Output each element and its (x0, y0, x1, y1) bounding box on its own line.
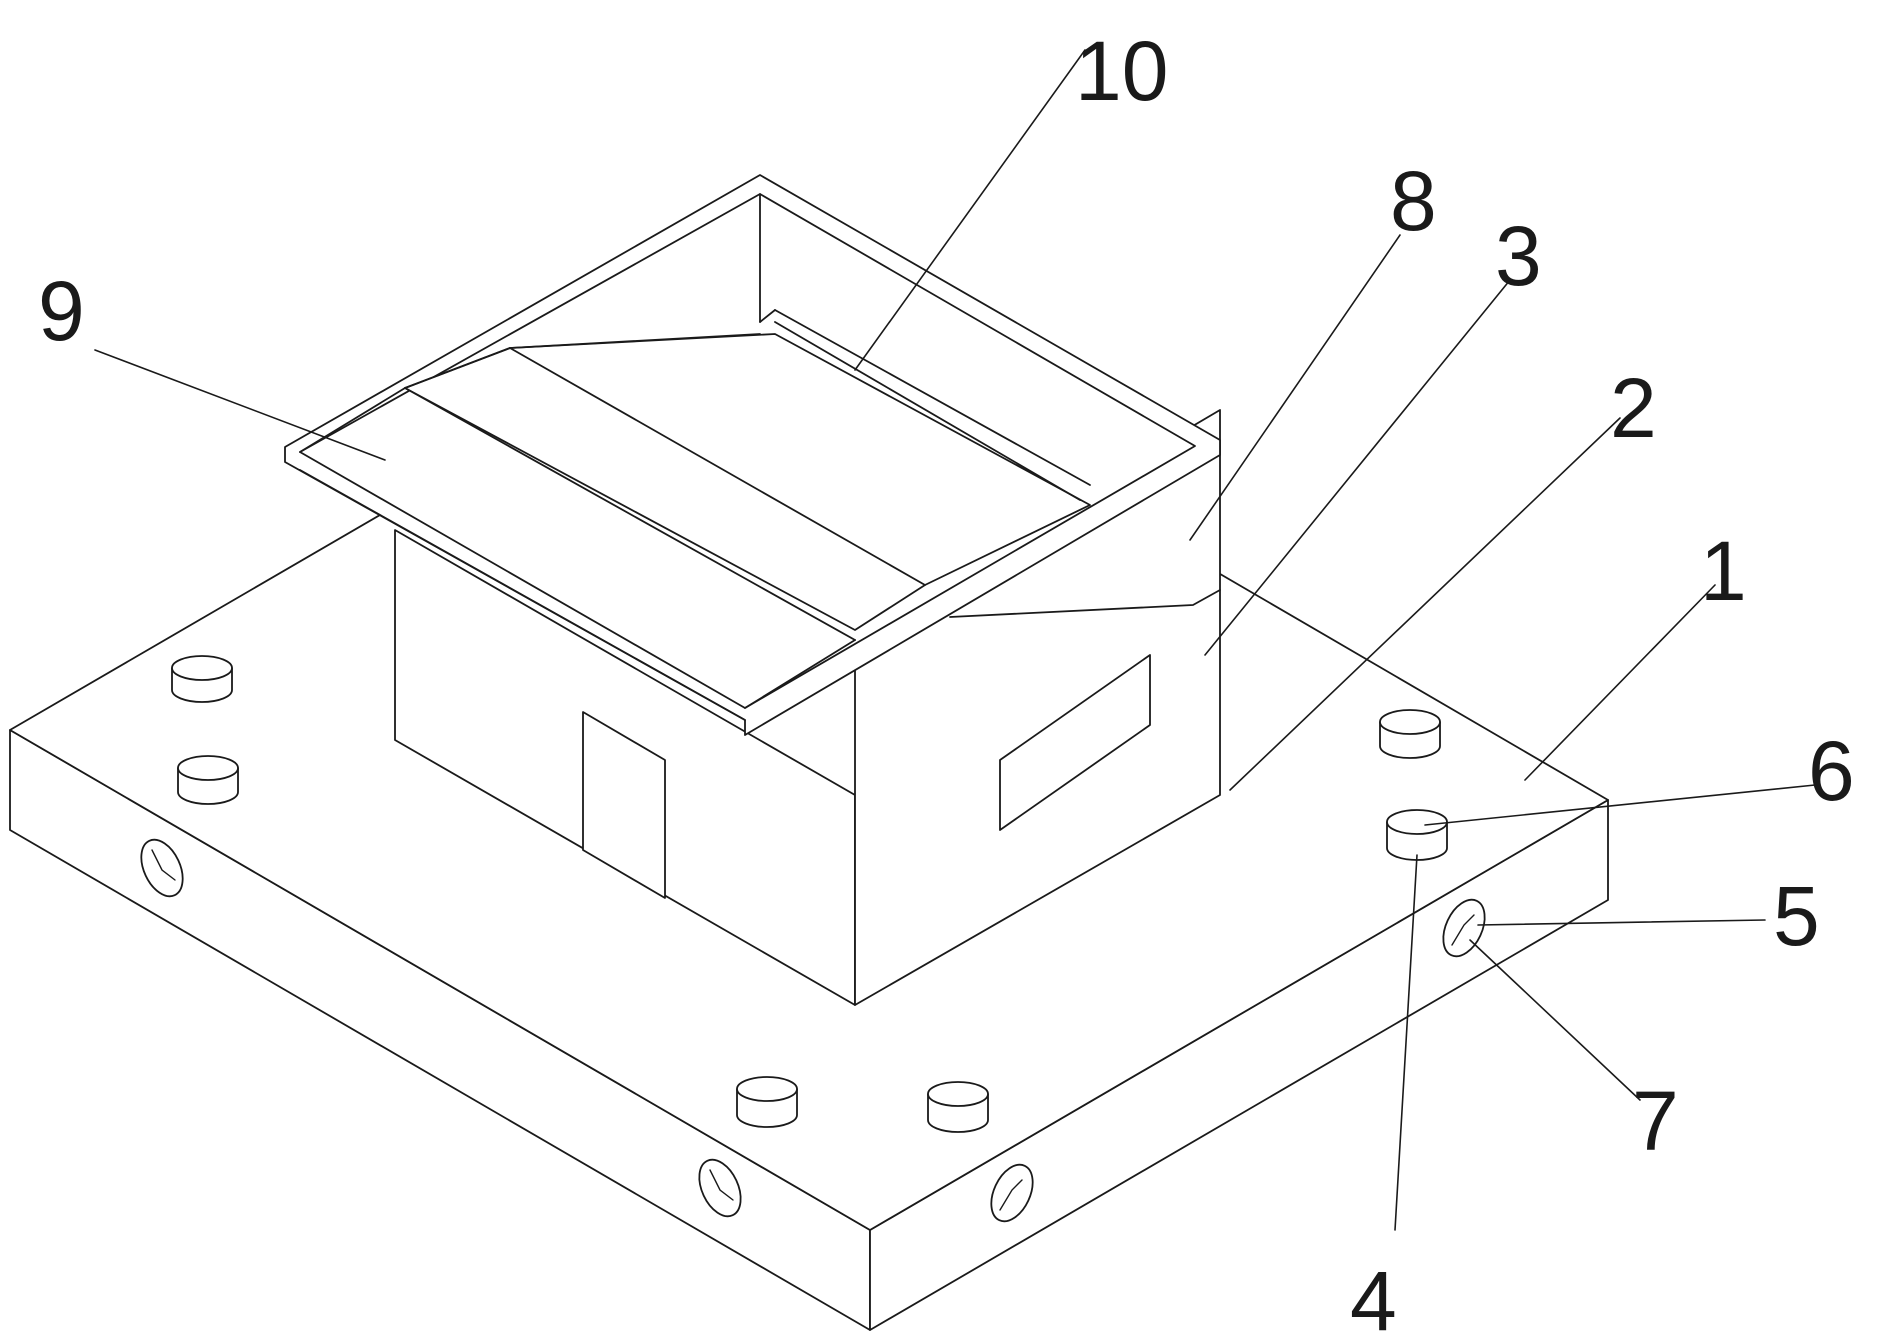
leader-7 (1469, 939, 1641, 1101)
callout-7: 7 (1632, 1074, 1679, 1168)
leader-2 (1229, 417, 1621, 791)
front-lip (299, 469, 746, 721)
leader-5 (1477, 919, 1766, 926)
peg (736, 1076, 798, 1128)
callout-1: 1 (1700, 524, 1747, 618)
callout-5: 5 (1773, 869, 1820, 963)
callout-3: 3 (1495, 209, 1542, 303)
house-body (394, 409, 1221, 1006)
roof-tray (284, 174, 1221, 736)
peg (177, 755, 239, 805)
lip-corner (744, 639, 856, 709)
pegs (171, 655, 1448, 1133)
peg (1379, 709, 1441, 759)
rail-top (774, 309, 1091, 486)
callout-10: 10 (1075, 24, 1168, 118)
leader-10 (854, 49, 1086, 371)
leader-3 (1204, 279, 1511, 656)
peg (1386, 809, 1448, 861)
cavity-left-edge (299, 387, 406, 453)
leader-6 (1424, 784, 1816, 826)
leader-lines (94, 49, 1816, 1231)
callout-9: 9 (38, 264, 85, 358)
hole (140, 838, 184, 898)
callout-labels: 10 8 3 2 1 6 5 7 4 9 (38, 24, 1855, 1339)
leader-4 (1394, 854, 1418, 1231)
callout-4: 4 (1350, 1254, 1397, 1339)
window (999, 654, 1151, 831)
rail-bottom (774, 321, 1081, 501)
callout-8: 8 (1390, 154, 1437, 248)
door (582, 711, 666, 899)
holes (140, 838, 1486, 1223)
hole (1442, 898, 1486, 958)
callout-6: 6 (1808, 724, 1855, 818)
leader-8 (1189, 234, 1401, 541)
callout-2: 2 (1610, 361, 1657, 455)
hole (990, 1163, 1034, 1223)
peg (927, 1081, 989, 1133)
rail-end (759, 309, 776, 323)
panel-ridge (509, 347, 926, 586)
leader-1 (1524, 584, 1716, 781)
leader-9 (94, 349, 386, 461)
panel-front-edge (404, 387, 856, 641)
peg (171, 655, 233, 703)
hole (698, 1158, 742, 1218)
wall-seam (949, 589, 1221, 618)
